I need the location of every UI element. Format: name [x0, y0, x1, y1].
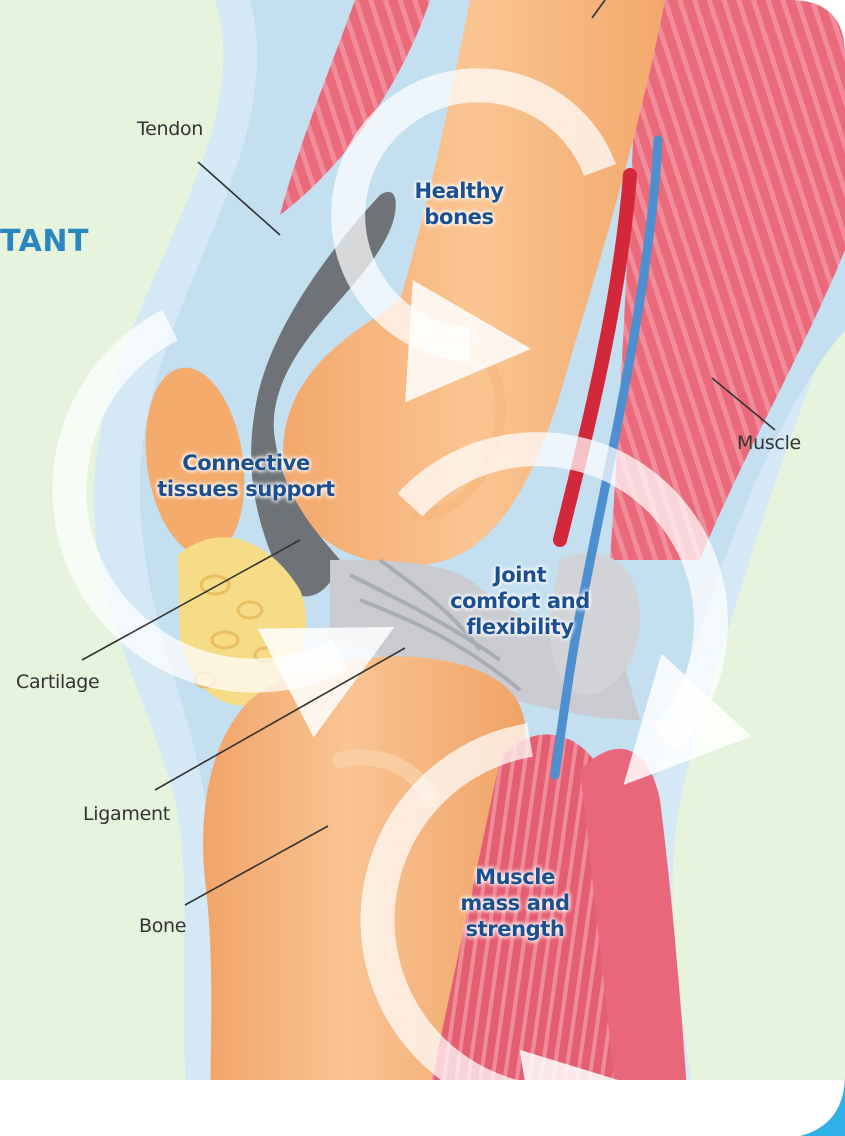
callout-connective-line-1: Connective — [128, 450, 364, 476]
label-tendon: Tendon — [137, 118, 203, 140]
label-cartilage: Cartilage — [16, 671, 99, 693]
callout-healthy-bones: Healthy bones — [394, 178, 524, 230]
callout-joint-line-1: Joint — [430, 562, 610, 588]
callout-healthy-bones-line-2: bones — [394, 204, 524, 230]
label-bone: Bone — [139, 915, 186, 937]
label-muscle: Muscle — [737, 432, 801, 454]
callout-connective: Connective tissues support — [128, 450, 364, 502]
heading-fragment: TANT — [0, 224, 89, 259]
callout-joint-line-3: flexibility — [430, 614, 610, 640]
callout-healthy-bones-line-1: Healthy — [394, 178, 524, 204]
callout-joint: Joint comfort and flexibility — [430, 562, 610, 640]
callout-muscle-mass: Muscle mass and strength — [440, 864, 590, 942]
callout-muscle-mass-line-3: strength — [440, 916, 590, 942]
callout-muscle-mass-line-1: Muscle — [440, 864, 590, 890]
callout-joint-line-2: comfort and — [430, 588, 610, 614]
label-ligament: Ligament — [83, 803, 170, 825]
corner-accent — [800, 1078, 845, 1136]
callout-connective-line-2: tissues support — [128, 476, 364, 502]
callout-muscle-mass-line-2: mass and — [440, 890, 590, 916]
